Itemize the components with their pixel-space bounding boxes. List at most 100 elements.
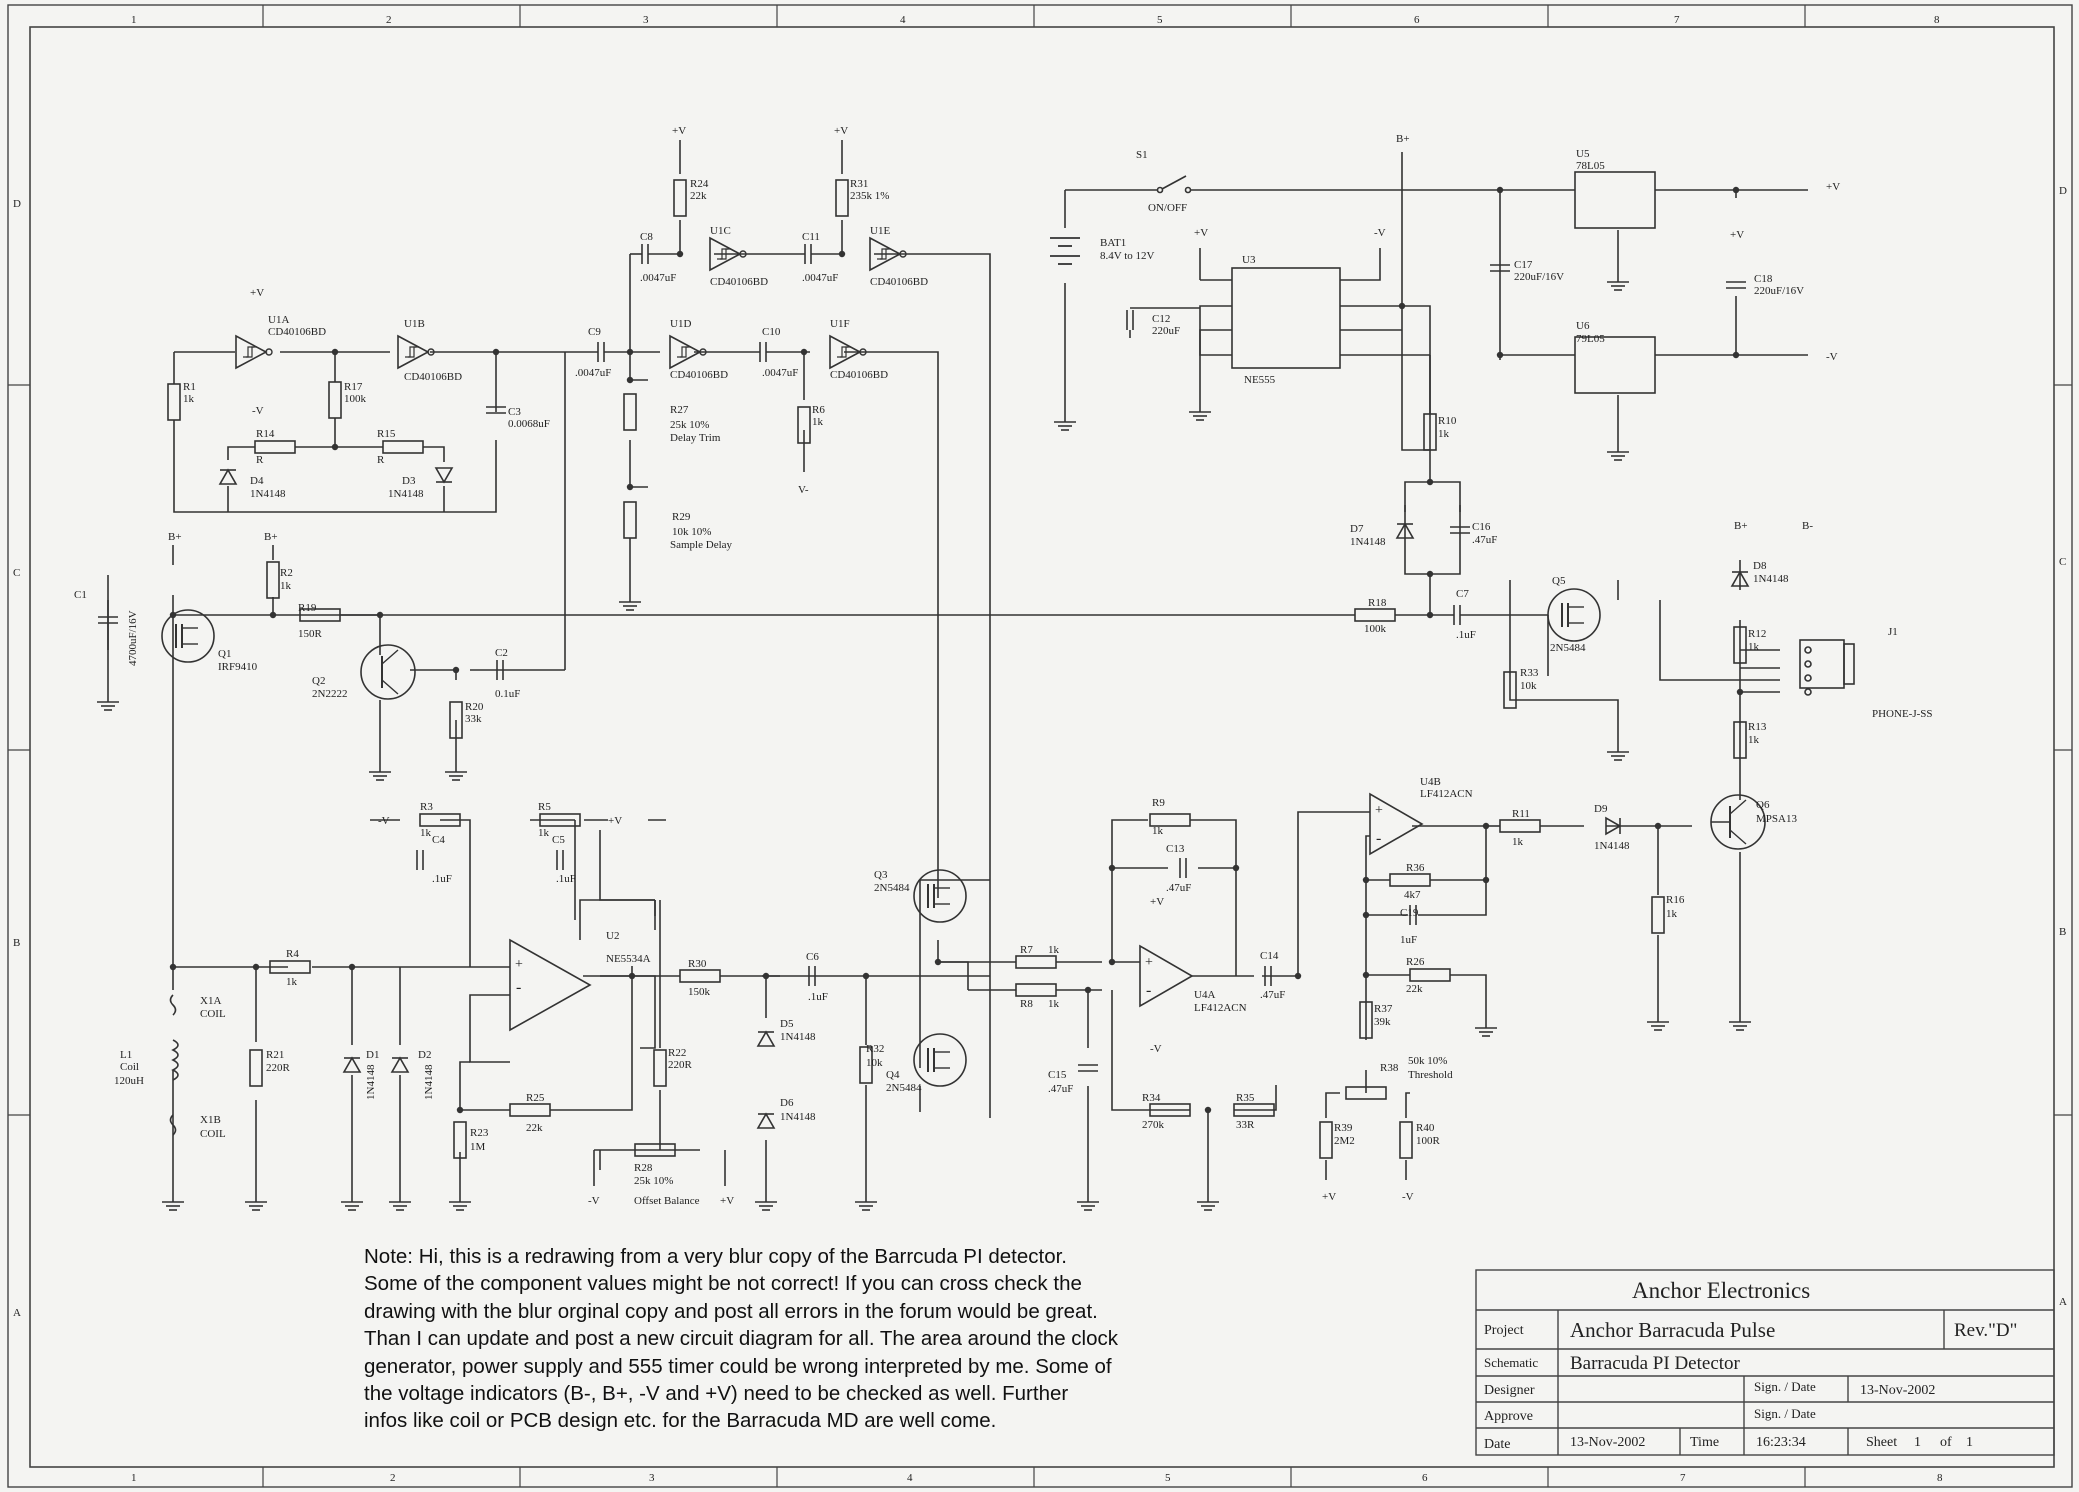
c7-ref: C7 [1456, 588, 1469, 600]
schematic-name: Barracuda PI Detector [1570, 1353, 1741, 1374]
resistor-r11 [1499, 819, 1541, 833]
r34-ref: R34 [1142, 1092, 1161, 1104]
fet-q3 [913, 869, 967, 923]
resistor-r8 [1015, 983, 1057, 997]
company-name: Anchor Electronics [1632, 1278, 1810, 1303]
r27-ref: R27 [670, 404, 689, 416]
note-line: drawing with the blur orginal copy and p… [364, 1299, 1098, 1323]
capacitor-c7 [1453, 604, 1461, 626]
d4-ref: D4 [250, 475, 264, 487]
zone-col-bottom: 5 [1165, 1472, 1171, 1484]
r25-val: 22k [526, 1122, 543, 1134]
ic-u6 [1574, 336, 1656, 394]
q1-ref: Q1 [218, 648, 231, 660]
u4a-part: LF412ACN [1194, 1002, 1247, 1014]
r23-val: 1M [470, 1141, 486, 1153]
r9-ref: R9 [1152, 797, 1165, 809]
capacitor-c11 [804, 243, 812, 265]
ic-u5 [1574, 171, 1656, 229]
r18-ref: R18 [1368, 597, 1387, 609]
rail-vm: -V [588, 1195, 600, 1207]
r6-ref: R6 [812, 404, 825, 416]
diode-d6 [757, 1113, 775, 1129]
c19-val: 1uF [1400, 934, 1417, 946]
c5-val: .1uF [556, 873, 576, 885]
zone-col-top: 7 [1674, 14, 1680, 26]
c9-val: .0047uF [575, 367, 611, 379]
r6-val: 1k [812, 416, 824, 428]
r7-ref: R7 [1020, 944, 1033, 956]
ground-symbol [244, 1189, 268, 1211]
r33-val: 10k [1520, 680, 1537, 692]
zone-col-bottom: 2 [390, 1472, 396, 1484]
r19-ref: R19 [298, 602, 317, 614]
r12-val: 1k [1748, 641, 1760, 653]
resistor-r1 [167, 383, 181, 421]
u1f-part: CD40106BD [830, 369, 888, 381]
ground-symbol [854, 1189, 878, 1211]
j1-part: PHONE-J-SS [1872, 708, 1933, 720]
ground-symbol [1606, 439, 1630, 461]
u1d-ref: U1D [670, 318, 691, 330]
r13-ref: R13 [1748, 721, 1767, 733]
rail-labels: +V +V +V -V V- B+ +V -V +V -V +V B+ B+ B… [168, 125, 1840, 1207]
rail-vp: +V [720, 1195, 734, 1207]
zone-col-bottom: 4 [907, 1472, 913, 1484]
rail-bp: B+ [264, 531, 278, 543]
date-value: 13-Nov-2002 [1570, 1435, 1645, 1450]
resistor-r31 [835, 179, 849, 217]
ground-symbol [388, 1189, 412, 1211]
designer-note: Note: Hi, this is a redrawing from a ver… [364, 1243, 1224, 1435]
sign-date-label: Sign. / Date [1754, 1379, 1816, 1394]
ground-symbol [1646, 1009, 1670, 1031]
wires [107, 140, 1808, 1190]
c1-val: 4700uF/16V [127, 610, 139, 666]
d2-part: 1N4148 [423, 1064, 435, 1100]
diode-d1 [343, 1057, 361, 1073]
r5-val: 1k [538, 827, 550, 839]
u1a-ref: U1A [268, 314, 289, 326]
u5-part: 78L05 [1576, 160, 1605, 172]
r35-ref: R35 [1236, 1092, 1255, 1104]
c8-ref: C8 [640, 231, 653, 243]
jack-j1 [1799, 639, 1855, 696]
resistor-r18 [1354, 608, 1396, 622]
of-label: of [1940, 1435, 1952, 1450]
q2-part: 2N2222 [312, 688, 347, 700]
rail-vm: -V [1402, 1191, 1414, 1203]
sheet-number: 1 [1914, 1435, 1921, 1450]
d9-part: 1N4148 [1594, 840, 1630, 852]
r26-ref: R26 [1406, 956, 1425, 968]
resistor-r17 [328, 381, 342, 419]
r20-val: 33k [465, 713, 482, 725]
u2-ref: U2 [606, 930, 619, 942]
r37-ref: R37 [1374, 1003, 1393, 1015]
zone-col-top: 1 [131, 14, 137, 26]
d8-part: 1N4148 [1753, 573, 1789, 585]
r5-ref: R5 [538, 801, 551, 813]
u4a-ref: U4A [1194, 989, 1215, 1001]
u1f-ref: U1F [830, 318, 850, 330]
s1-ref: S1 [1136, 149, 1148, 161]
zone-labels: 1 2 3 4 5 6 7 8 1 2 3 4 5 6 7 8 D C B A … [13, 14, 2067, 1484]
r32-ref: R32 [866, 1043, 884, 1055]
sign-date: 13-Nov-2002 [1860, 1383, 1935, 1398]
schematic-label: Schematic [1484, 1355, 1538, 1370]
r3-val: 1k [420, 827, 432, 839]
u6-part: 79L05 [1576, 333, 1605, 345]
diode-d5 [757, 1031, 775, 1047]
c14-val: .47uF [1260, 989, 1285, 1001]
capacitor-c13 [1179, 857, 1187, 879]
c15-val: .47uF [1048, 1083, 1073, 1095]
r20-ref: R20 [465, 701, 484, 713]
r14-ref: R14 [256, 428, 275, 440]
u2-part: NE5534A [606, 953, 651, 965]
q4-ref: Q4 [886, 1069, 900, 1081]
sign-date-label-2: Sign. / Date [1754, 1406, 1816, 1421]
project-name: Anchor Barracuda Pulse [1570, 1318, 1775, 1342]
zone-col-top: 3 [643, 14, 649, 26]
u4b-part: LF412ACN [1420, 788, 1473, 800]
ground-symbol [444, 759, 468, 781]
resistor-r21 [249, 1049, 263, 1087]
bat1-ref: BAT1 [1100, 237, 1126, 249]
